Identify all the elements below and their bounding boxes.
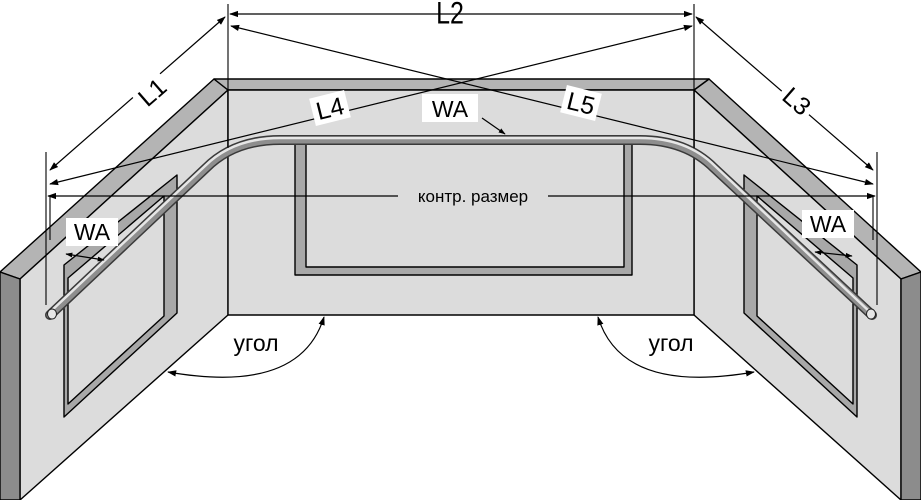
angle-arc-right: [597, 316, 755, 378]
label-wa-top: WA: [432, 96, 469, 122]
label-l4: L4: [313, 92, 347, 126]
label-l1: L1: [133, 73, 172, 112]
angle-arcs: [167, 316, 755, 378]
label-wa-left: WA: [74, 219, 111, 245]
label-angle-left: угол: [233, 330, 278, 356]
label-angle-right: угол: [648, 330, 693, 356]
angle-arc-left: [167, 316, 325, 378]
wa-left-marker: [65, 252, 105, 262]
right-wall-end-edge: [900, 271, 921, 500]
label-l2: L2: [436, 0, 464, 30]
dim-l5: [230, 24, 874, 186]
dimension-lines: [47, 10, 876, 262]
labels: L2 L1 L3 L4 L5 WA WA WA контр. размер уг…: [66, 0, 854, 356]
label-l5: L5: [564, 87, 598, 121]
right-wall: [693, 78, 921, 500]
label-wa-right: WA: [810, 211, 847, 237]
wa-top-leader: [481, 117, 506, 135]
wa-right-marker: [814, 250, 853, 258]
label-control-size: контр. размер: [418, 187, 528, 206]
left-window-glass: [67, 195, 165, 405]
middle-wall-top-edge: [213, 78, 710, 91]
left-wall-end-edge: [0, 271, 21, 500]
left-wall: [0, 78, 229, 500]
pipe-end-left: [47, 308, 57, 320]
pipe-end-right: [866, 308, 876, 320]
